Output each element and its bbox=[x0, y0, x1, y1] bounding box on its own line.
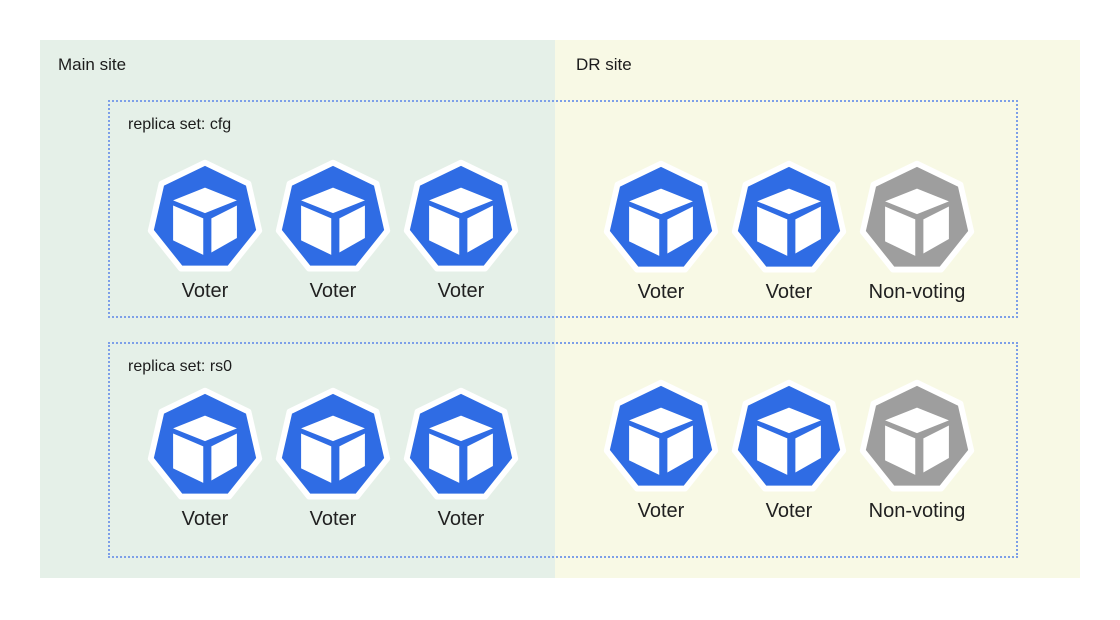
node-cube-icon bbox=[403, 387, 519, 500]
rs0-dr-site-nodes: Voter Voter Non-voting bbox=[603, 378, 975, 523]
node-label: Voter bbox=[309, 280, 357, 302]
node-cube-icon bbox=[731, 160, 847, 273]
replica-set-label: replica set: rs0 bbox=[128, 358, 233, 375]
main-site-label: Main site bbox=[58, 55, 127, 74]
node-voter: Voter bbox=[275, 158, 391, 303]
node-label: Voter bbox=[437, 280, 485, 302]
node-voter: Voter bbox=[731, 378, 847, 523]
replica-set-label: replica set: cfg bbox=[128, 116, 232, 133]
node-cube-icon bbox=[859, 160, 975, 273]
node-label: Voter bbox=[181, 280, 229, 302]
replica-set-box-cfg: replica set: cfg bbox=[108, 100, 1018, 318]
node-label: Voter bbox=[637, 281, 685, 303]
node-voter: Voter bbox=[275, 386, 391, 531]
node-voter: Voter bbox=[147, 386, 263, 531]
node-label: Voter bbox=[637, 500, 685, 522]
node-cube-icon bbox=[147, 387, 263, 500]
node-voter: Voter bbox=[403, 158, 519, 303]
node-label: Non-voting bbox=[868, 500, 966, 522]
node-cube-icon bbox=[859, 379, 975, 492]
node-cube-icon bbox=[731, 379, 847, 492]
node-voter: Voter bbox=[403, 386, 519, 531]
node-cube-icon bbox=[403, 159, 519, 272]
dr-site-label: DR site bbox=[576, 55, 632, 74]
node-cube-icon bbox=[603, 160, 719, 273]
node-cube-icon bbox=[603, 379, 719, 492]
node-cube-icon bbox=[147, 159, 263, 272]
node-label: Voter bbox=[437, 508, 485, 530]
node-voter: Voter bbox=[147, 158, 263, 303]
node-voter: Voter bbox=[731, 159, 847, 304]
node-label: Voter bbox=[309, 508, 357, 530]
node-voter: Voter bbox=[603, 378, 719, 523]
node-non-voting: Non-voting bbox=[859, 159, 975, 304]
node-label: Voter bbox=[765, 500, 813, 522]
node-voter: Voter bbox=[603, 159, 719, 304]
cfg-dr-site-nodes: Voter Voter Non-voting bbox=[603, 159, 975, 304]
node-non-voting: Non-voting bbox=[859, 378, 975, 523]
cfg-main-site-nodes: Voter Voter Voter bbox=[147, 158, 519, 303]
replica-set-box-rs0: replica set: rs0 bbox=[108, 342, 1018, 558]
rs0-main-site-nodes: Voter Voter Voter bbox=[147, 386, 519, 531]
node-label: Voter bbox=[181, 508, 229, 530]
node-label: Voter bbox=[765, 281, 813, 303]
node-cube-icon bbox=[275, 387, 391, 500]
node-label: Non-voting bbox=[868, 281, 966, 303]
node-cube-icon bbox=[275, 159, 391, 272]
